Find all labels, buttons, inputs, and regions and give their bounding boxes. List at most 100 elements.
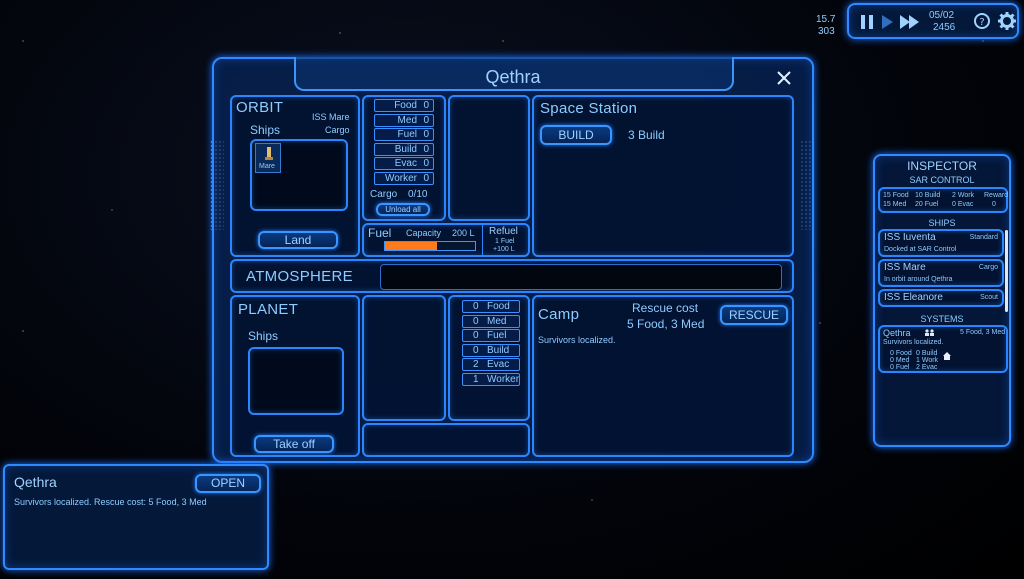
cargo-row-label: Fuel xyxy=(397,129,417,140)
modal-title: Qethra xyxy=(485,67,541,87)
planet-ships-label: Ships xyxy=(248,329,279,343)
fast-forward-icon xyxy=(900,15,919,29)
notification-panel: Qethra OPEN Survivors localized. Rescue … xyxy=(3,464,269,570)
system-evac: 2 Evac xyxy=(916,364,938,371)
rescue-button[interactable]: RESCUE xyxy=(720,305,788,325)
ship-card[interactable]: ISS Eleanore Scout xyxy=(878,289,1004,307)
camp-status: Survivors localized. xyxy=(538,335,616,345)
gear-icon xyxy=(998,12,1016,30)
take-off-button[interactable]: Take off xyxy=(254,435,334,453)
cargo-label: Cargo xyxy=(370,189,398,200)
inspector-title: INSPECTOR xyxy=(907,159,977,173)
people-icon xyxy=(925,329,934,336)
close-icon xyxy=(777,71,791,85)
planet-heading: PLANET xyxy=(238,301,299,318)
inspector-summary: 15 Food 15 Med 10 Build 20 Fuel 2 Work 0… xyxy=(878,187,1008,213)
refuel-cost: 1 Fuel xyxy=(495,238,515,245)
planet-resource-label: Med xyxy=(487,315,507,327)
ship-card-status: In orbit around Qethra xyxy=(884,276,953,283)
inspector-subtitle: SAR CONTROL xyxy=(909,175,975,185)
system-med: 0 Med xyxy=(890,357,910,364)
planet-resource-label: Fuel xyxy=(487,330,507,341)
planet-resource-value: 0 xyxy=(473,330,479,341)
ship-card-name: ISS Mare xyxy=(884,262,926,273)
cargo-row-label: Food xyxy=(394,100,417,111)
planet-ships-slot xyxy=(248,347,344,415)
ship-card[interactable]: ISS Mare Cargo In orbit around Qethra xyxy=(878,259,1004,287)
system-status: Survivors localized. xyxy=(883,339,944,346)
summary-evac: 0 Evac xyxy=(952,201,974,208)
pause-button[interactable] xyxy=(859,13,875,31)
cargo-row-label: Worker xyxy=(384,172,417,184)
ship-card-type: Cargo xyxy=(978,264,998,271)
summary-reward-label: Reward xyxy=(984,192,1009,199)
settings-button[interactable] xyxy=(997,11,1017,31)
ship-card-type: Standard xyxy=(969,234,998,241)
notification-message: Survivors localized. Rescue cost: 5 Food… xyxy=(14,497,207,507)
fuel-bar xyxy=(384,241,476,251)
atmosphere-panel: ATMOSPHERE xyxy=(230,259,794,293)
fuel-capacity-value: 200 L xyxy=(452,228,475,238)
build-button[interactable]: BUILD xyxy=(540,125,612,145)
planet-resource-value: 2 xyxy=(473,359,479,370)
time-control-bar: 05/02 2456 ? xyxy=(847,3,1019,39)
help-button[interactable]: ? xyxy=(973,12,991,30)
open-button[interactable]: OPEN xyxy=(195,474,261,493)
ships-scrollbar[interactable] xyxy=(1005,230,1008,312)
system-work: 1 Work xyxy=(916,357,939,364)
close-button[interactable] xyxy=(774,68,794,88)
ship-card-type: Scout xyxy=(980,294,998,301)
planet-modal: Qethra ORBIT ISS Mare Cargo Ships Mare L… xyxy=(212,57,814,463)
pause-icon xyxy=(861,15,873,29)
atmosphere-heading: ATMOSPHERE xyxy=(246,268,353,285)
land-button[interactable]: Land xyxy=(258,231,338,249)
orbit-heading: ORBIT xyxy=(236,99,284,116)
unload-all-button[interactable]: Unload all xyxy=(376,203,430,216)
rescue-cost-label: Rescue cost xyxy=(632,301,699,315)
systems-heading: SYSTEMS xyxy=(920,314,964,324)
ship-thumbnail[interactable]: Mare xyxy=(255,143,281,173)
planet-resource-value: 1 xyxy=(473,373,479,385)
system-food: 0 Food xyxy=(890,350,912,357)
inspector-panel: INSPECTOR SAR CONTROL 15 Food 15 Med 10 … xyxy=(873,154,1011,447)
cargo-row-label: Build xyxy=(394,143,417,155)
refuel-button[interactable]: Refuel 1 Fuel +100 L xyxy=(482,225,528,255)
planet-resource-row: 0 Fuel xyxy=(462,329,520,342)
system-card-qethra[interactable]: Qethra 5 Food, 3 Med Survivors localized… xyxy=(878,325,1008,373)
summary-food: 15 Food xyxy=(883,192,909,199)
orbit-ship-type: Cargo xyxy=(325,125,350,135)
system-build: 0 Build xyxy=(916,350,938,357)
fuel-bar-fill xyxy=(385,242,437,250)
planet-resource-label: Evac xyxy=(487,359,510,370)
camp-heading: Camp xyxy=(538,306,580,323)
ship-thumbnail-label: Mare xyxy=(259,163,275,170)
play-button[interactable] xyxy=(880,13,894,31)
orbit-ships-label: Ships xyxy=(250,123,281,137)
camp-panel: Camp Rescue cost 5 Food, 3 Med RESCUE Su… xyxy=(532,295,794,457)
hud-counter: 303 xyxy=(818,26,835,37)
play-icon xyxy=(882,15,893,29)
system-cost: 5 Food, 3 Med xyxy=(960,329,1006,336)
planet-resource-row: 2 Evac xyxy=(462,358,520,371)
ship-card-status: Docked at SAR Control xyxy=(884,246,957,253)
rescue-cost-value: 5 Food, 3 Med xyxy=(627,317,705,331)
cargo-row-value: 0 xyxy=(423,158,429,169)
modal-title-bar xyxy=(294,57,734,91)
cargo-row-value: 0 xyxy=(423,129,429,140)
orbit-ship-name: ISS Mare xyxy=(312,112,350,122)
refuel-amount: +100 L xyxy=(493,246,515,253)
planet-bottom-panel xyxy=(362,423,530,457)
fast-forward-button[interactable] xyxy=(899,13,921,31)
ship-card-name: ISS Eleanore xyxy=(884,292,943,303)
system-fuel: 0 Fuel xyxy=(890,364,910,371)
hud-year: 2456 xyxy=(933,22,956,33)
space-station-panel: Space Station BUILD 3 Build xyxy=(532,95,794,257)
camp-icon xyxy=(943,352,951,360)
system-name: Qethra xyxy=(883,328,911,338)
